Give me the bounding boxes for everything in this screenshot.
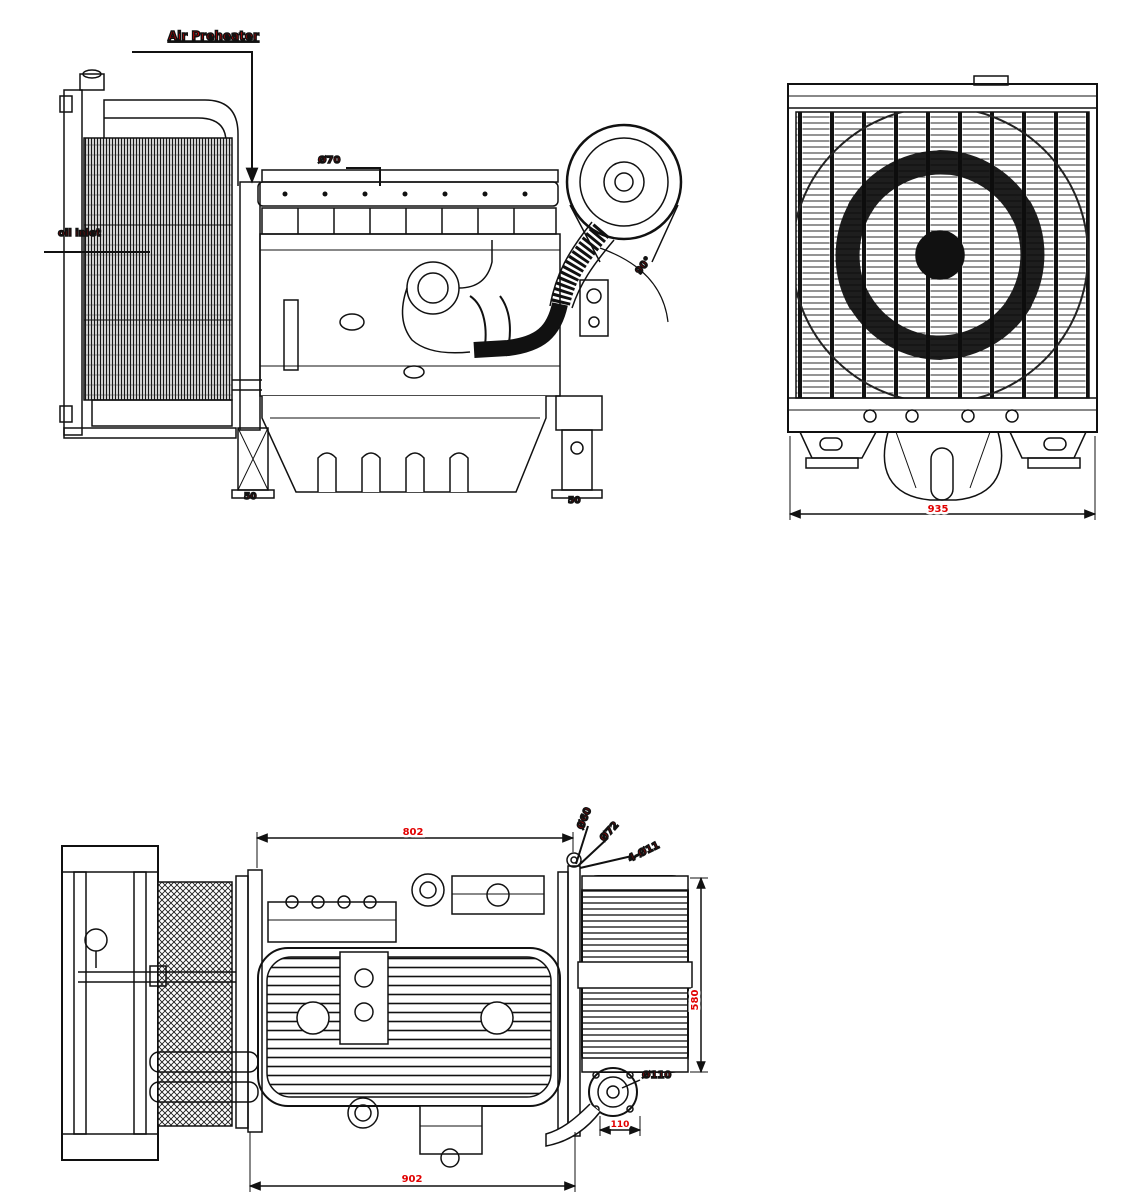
radiator-mount-brackets (798, 431, 1088, 501)
callout-a-label: Ø60 (575, 806, 595, 831)
front-foot-dim: 50 (244, 492, 257, 502)
front-view: 935 (787, 75, 1098, 520)
length-top-dim: 802 (403, 827, 424, 838)
valve-cover-top (257, 947, 561, 1107)
injection-pump (267, 901, 397, 943)
front-view-dimension: 935 (788, 436, 1097, 520)
fuel-filter (411, 873, 445, 907)
rear-foot-dim: 50 (568, 496, 581, 506)
callout-b-label: Ø72 (597, 819, 621, 844)
hose-diameter-label: Ø70 (318, 154, 340, 166)
callout-c-label: 4-Ø11 (626, 839, 661, 865)
oil-pan (261, 396, 547, 493)
cooling-fan (796, 112, 1089, 398)
exhaust-outlet-dia-label: Ø110 (642, 1069, 671, 1081)
length-bottom-dim: 902 (402, 1174, 423, 1185)
engine-top (235, 869, 561, 1168)
oil-inlet-label: oil inlet (58, 228, 101, 239)
engine-side (239, 169, 561, 431)
side-view: Air Preheater oil inlet Ø70 90° 50 50 (44, 28, 683, 507)
oil-filler (347, 1097, 379, 1129)
radiator-top (61, 845, 259, 1161)
outlet-offset-dim: 110 (611, 1120, 630, 1130)
angle-arc (599, 247, 669, 323)
air-preheater-label: Air Preheater (168, 29, 259, 43)
exhaust-outlet-top (545, 1067, 638, 1147)
top-view: 802 902 580 Ø60 Ø72 4-Ø11 Ø110 110 (61, 805, 708, 1192)
radiator-front (787, 75, 1098, 433)
air-cleaner-side (565, 123, 683, 263)
engine-mounts-side (231, 279, 609, 499)
radiator-side (59, 69, 262, 439)
exhaust-elbow (473, 221, 669, 358)
width-right-dim: 580 (690, 990, 701, 1011)
exhaust-angle-label: 90° (634, 255, 654, 277)
radiator-width-dim: 935 (928, 504, 949, 515)
air-cleaner-top (557, 852, 693, 1137)
turbocharger (406, 261, 460, 315)
